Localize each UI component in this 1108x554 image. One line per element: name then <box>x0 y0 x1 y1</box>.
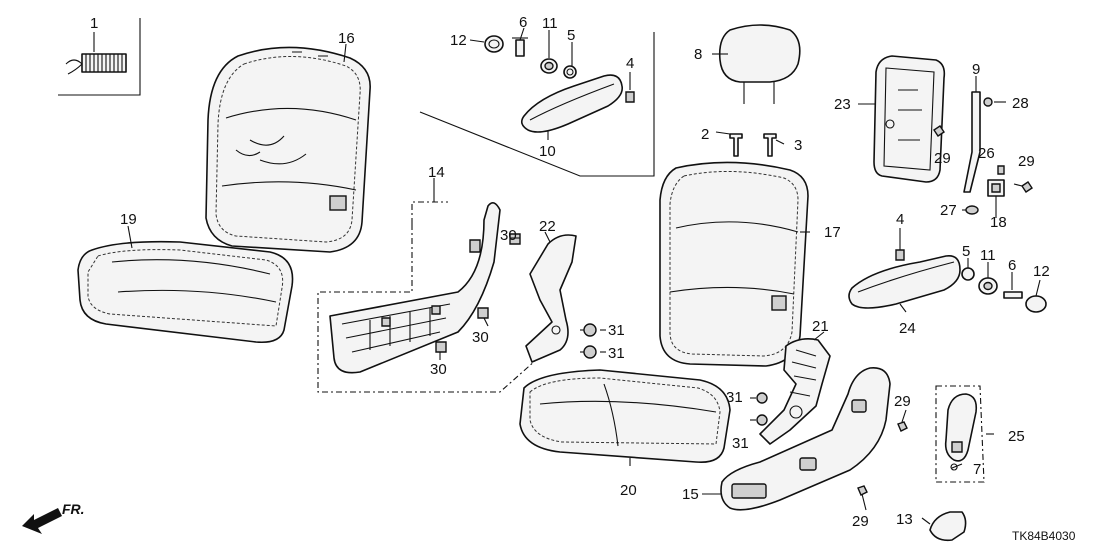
callout-14: 14 <box>428 164 445 181</box>
armrest-hardware-upper <box>484 35 635 103</box>
part-9-rod <box>963 91 981 193</box>
part-21-recliner <box>759 338 831 445</box>
callout-30b: 30 <box>472 329 489 346</box>
callout-27: 27 <box>940 202 957 219</box>
callout-21: 21 <box>812 318 829 335</box>
callout-11a: 11 <box>542 15 558 32</box>
callout-20: 20 <box>620 482 637 499</box>
part-13-cap <box>929 511 967 542</box>
screw-4 <box>625 91 635 103</box>
part-16-seatback-cover <box>205 46 371 253</box>
callout-5b: 5 <box>962 243 970 260</box>
callout-12a: 12 <box>450 32 467 49</box>
callout-9: 9 <box>972 61 980 78</box>
front-direction-indicator: FR. <box>22 501 85 534</box>
part-15-side-cover <box>720 367 891 511</box>
part-29-screws-lower <box>857 421 908 496</box>
part-17-seatback <box>659 161 809 367</box>
part-31-bolts-right <box>756 392 768 426</box>
washer-5b <box>961 267 975 281</box>
screws-upper-right <box>933 97 1033 215</box>
callout-16: 16 <box>338 30 355 47</box>
screw-29a <box>933 125 945 137</box>
cap-27 <box>965 205 979 215</box>
callout-7: 7 <box>973 461 981 478</box>
callout-6a: 6 <box>519 14 527 31</box>
parts-2-3-guides <box>729 133 777 157</box>
callout-30c: 30 <box>430 361 447 378</box>
callout-29d: 29 <box>852 513 869 530</box>
part-31-bolts-mid <box>580 323 597 359</box>
callout-23: 23 <box>834 96 851 113</box>
callout-22: 22 <box>539 218 556 235</box>
part-19-cushion-cover <box>77 240 294 344</box>
callout-6b: 6 <box>1008 257 1016 274</box>
cap-12b <box>1025 295 1047 313</box>
callout-2: 2 <box>701 126 709 143</box>
callout-26: 26 <box>978 145 995 162</box>
cap-12 <box>484 35 504 53</box>
callout-30a: 30 <box>500 227 517 244</box>
part-1-clip-kit <box>58 18 141 96</box>
callout-8: 8 <box>694 46 702 63</box>
leader-lines <box>127 27 1041 525</box>
callout-17: 17 <box>824 224 841 241</box>
part-8-headrest <box>718 24 801 104</box>
front-label: FR. <box>62 501 85 517</box>
callout-1: 1 <box>90 15 98 32</box>
callout-19: 19 <box>120 211 137 228</box>
callout-13: 13 <box>896 511 913 528</box>
callout-11b: 11 <box>980 247 996 264</box>
part-25-handle-group <box>935 385 994 483</box>
callout-29a: 29 <box>934 150 951 167</box>
part-20-cushion <box>519 369 731 464</box>
part-24-armrest <box>848 249 961 309</box>
callout-labels: 1 2 3 4 4 5 5 6 6 7 8 9 10 11 11 12 12 1… <box>90 14 1050 530</box>
washer-5 <box>563 65 577 79</box>
part-23-back-panel <box>873 55 946 183</box>
callout-31b: 31 <box>608 345 625 362</box>
bolt-6 <box>515 39 525 57</box>
part-14-side-trim-group <box>317 201 537 393</box>
bolt-6b <box>1003 291 1023 299</box>
screw-28 <box>983 97 993 107</box>
callout-5a: 5 <box>567 27 575 44</box>
screw-4b <box>895 249 905 261</box>
callout-29c: 29 <box>894 393 911 410</box>
callout-10: 10 <box>539 143 556 160</box>
clip-strip <box>65 53 127 75</box>
callout-31d: 31 <box>732 435 749 452</box>
part-18-latch <box>987 179 1005 197</box>
diagram-code: TK84B4030 <box>1012 529 1076 543</box>
clip-26 <box>997 165 1005 175</box>
part-10-armrest-group <box>419 32 655 177</box>
callout-31a: 31 <box>608 322 625 339</box>
callout-18: 18 <box>990 214 1007 231</box>
callout-15: 15 <box>682 486 699 503</box>
callout-31c: 31 <box>726 389 743 406</box>
part-30-clips <box>435 233 521 353</box>
callout-3: 3 <box>794 137 802 154</box>
callout-29b: 29 <box>1018 153 1035 170</box>
callout-4a: 4 <box>626 55 634 72</box>
callout-4b: 4 <box>896 211 904 228</box>
part-22-bracket <box>525 234 577 363</box>
callout-25: 25 <box>1008 428 1025 445</box>
callout-12b: 12 <box>1033 263 1050 280</box>
screw-29b <box>1021 181 1033 193</box>
callout-28: 28 <box>1012 95 1029 112</box>
callout-24: 24 <box>899 320 916 337</box>
front-arrow-icon <box>22 508 62 534</box>
